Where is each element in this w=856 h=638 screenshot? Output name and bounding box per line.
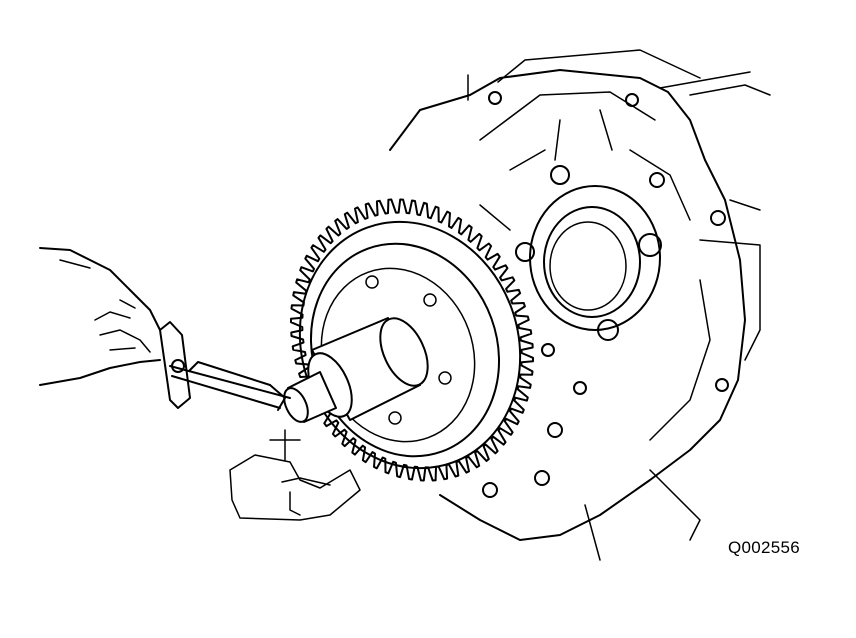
pinion-shaft — [283, 317, 429, 423]
measuring-tool — [159, 321, 291, 411]
lower-housing — [229, 429, 361, 521]
technician-hand — [39, 247, 161, 386]
figure-code: Q002556 — [728, 538, 801, 557]
transmission-case — [389, 49, 771, 561]
